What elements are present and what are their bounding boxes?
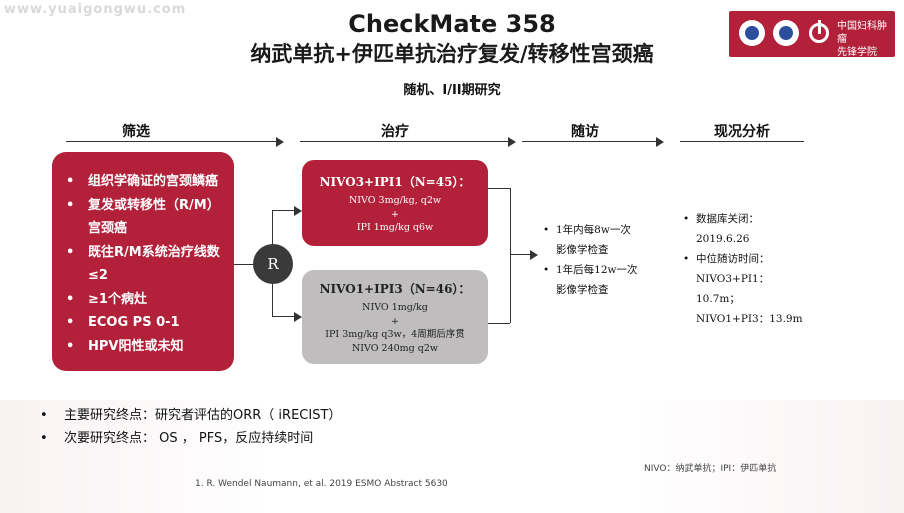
stage-header-followup: 随访 [571, 124, 599, 140]
arm-dose-line: + [391, 208, 399, 220]
analysis-item: 中位随访时间： [680, 249, 810, 269]
title-description: 纳武单抗+伊匹单抗治疗复发/转移性宫颈癌 [250, 42, 654, 66]
arm-dose-line: NIVO 1mg/kg [362, 302, 428, 313]
watermark: www.yuaigongwu.com [4, 2, 187, 17]
stage-header-analysis: 现况分析 [714, 124, 770, 140]
institution-logo: 中国妇科肿瘤 先锋学院 [729, 11, 895, 58]
arm-title: NIVO3+IPI1（N=45）： [319, 175, 471, 189]
arm-dose-line: NIVO 3mg/kg, q2w [348, 195, 442, 206]
branch-line [272, 316, 294, 317]
arm-dose-line: NIVO 240mg q2w [351, 342, 439, 354]
stage-header-treatment: 治疗 [381, 124, 409, 140]
arrow-head-icon [508, 137, 516, 147]
abbreviation-note: NIVO：纳武单抗；IPI：伊匹单抗 [644, 464, 777, 474]
emblem-icon [773, 20, 799, 46]
arm-dose-line: IPI 3mg/kg q3w，4周期后序贯 [325, 329, 465, 340]
screening-criteria-box: 组织学确证的宫颈鳞癌 复发或转移性（R/M）宫颈癌 既往R/M系统治疗线数≤2 … [52, 152, 234, 371]
arrow-head-icon [530, 250, 538, 260]
header-arrow-line [522, 141, 658, 142]
study-endpoints: 主要研究终点：研究者评估的ORR（ iRECIST） 次要研究终点： OS ， … [40, 404, 341, 450]
logo-text: 中国妇科肿瘤 先锋学院 [837, 21, 887, 58]
primary-endpoint: 主要研究终点：研究者评估的ORR（ iRECIST） [40, 404, 341, 427]
criteria-item: ≥1个病灶 [66, 288, 224, 312]
treatment-arm-1-box: NIVO3+IPI1（N=45）： NIVO 3mg/kg, q2w + IPI… [302, 160, 488, 246]
arm-dose-line: IPI 1mg/kg q6w [356, 222, 434, 233]
analysis-item: 数据库关闭： [680, 209, 810, 229]
header-arrow-line [66, 141, 278, 142]
criteria-item: 组织学确证的宫颈鳞癌 [66, 170, 224, 194]
reference-citation: 1. R. Wendel Naumann, et al. 2019 ESMO A… [195, 479, 448, 489]
stage-header-screening: 筛选 [122, 124, 150, 140]
branch-line [272, 284, 273, 316]
merge-line [488, 323, 510, 324]
criteria-item: 复发或转移性（R/M）宫颈癌 [66, 194, 224, 241]
logo-mark-icon [809, 20, 829, 43]
merge-line [488, 188, 510, 189]
arrow-head-icon [276, 137, 284, 147]
treatment-arm-2-box: NIVO1+IPI3（N=46）： NIVO 1mg/kg + IPI 3mg/… [302, 270, 488, 364]
analysis-value: 2019.6.26 [696, 233, 750, 245]
merge-line [510, 188, 511, 323]
followup-item-cont: 影像学检查 [556, 244, 609, 256]
current-analysis: 数据库关闭： 2019.6.26 中位随访时间： NIVO3+PI1：10.7m… [680, 209, 810, 329]
criteria-item: 既往R/M系统治疗线数≤2 [66, 241, 224, 288]
arrow-head-icon [294, 312, 302, 322]
criteria-item: HPV阳性或未知 [66, 335, 224, 359]
branch-line [272, 210, 273, 244]
followup-item: 1年内每8w一次 [540, 220, 660, 240]
emblem-icon [739, 20, 765, 46]
header-arrow-line [300, 141, 510, 142]
connector-line [234, 264, 254, 265]
arm-dose-line: + [391, 315, 399, 327]
analysis-value: NIVO3+PI1：10.7m； [696, 273, 770, 305]
branch-line [272, 210, 294, 211]
randomization-node: R [253, 244, 293, 284]
study-design-subtitle: 随机、I/II期研究 [403, 83, 501, 98]
arrow-head-icon [656, 137, 664, 147]
title-trial-name: CheckMate 358 [348, 10, 556, 38]
arm-title: NIVO1+IPI3（N=46）： [319, 282, 471, 296]
analysis-value: NIVO1+PI3：13.9m [696, 313, 803, 325]
followup-schedule: 1年内每8w一次 影像学检查 1年后每12w一次 影像学检查 [540, 220, 660, 300]
followup-item: 1年后每12w一次 [540, 260, 660, 280]
followup-item-cont: 影像学检查 [556, 284, 609, 296]
header-line [680, 141, 804, 142]
criteria-item: ECOG PS 0-1 [66, 311, 224, 335]
merge-line [510, 254, 532, 255]
secondary-endpoint: 次要研究终点： OS ， PFS，反应持续时间 [40, 427, 341, 450]
arrow-head-icon [294, 206, 302, 216]
